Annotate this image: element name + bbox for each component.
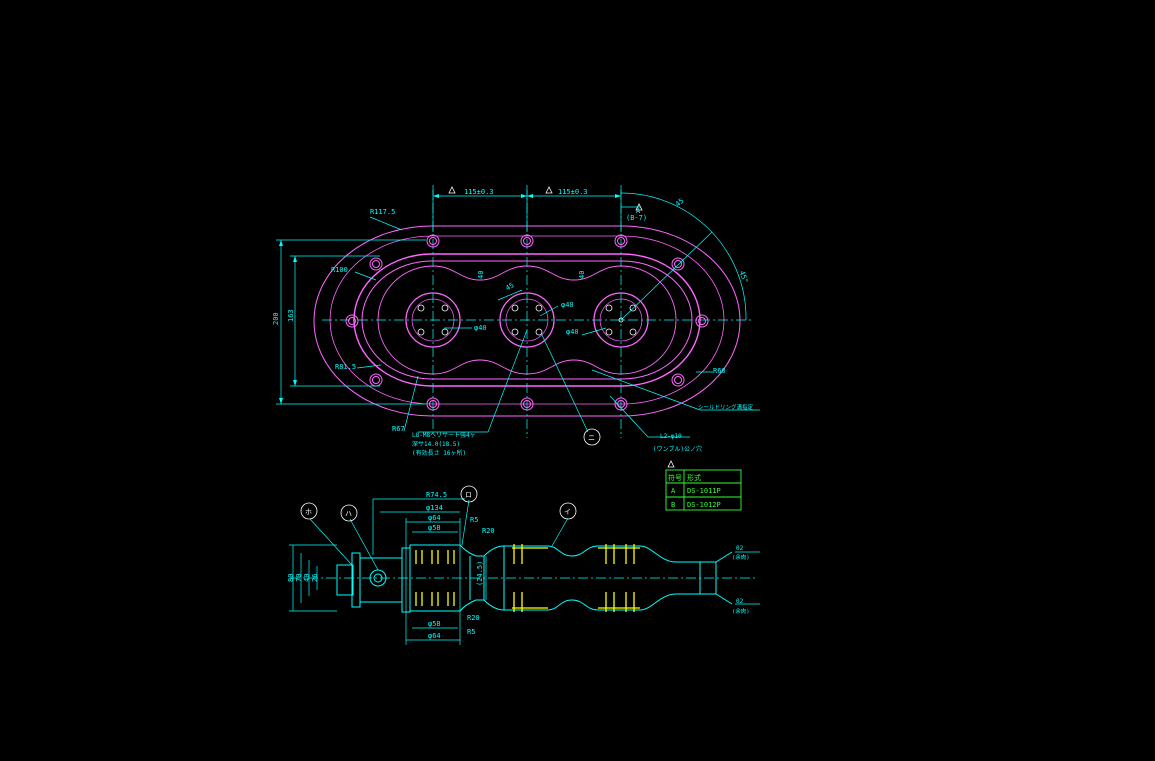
- balloon-ro-label: ロ: [465, 491, 472, 499]
- revision-table-triangle: [667, 460, 675, 468]
- angle-45-label: 45: [674, 197, 686, 209]
- dia-64-top-label: φ64: [428, 514, 441, 522]
- small-dim-a-label: 40: [477, 271, 485, 279]
- r74-label: R74.5: [426, 491, 447, 499]
- radius-67-label: R67: [392, 425, 405, 433]
- plan-dim-arrows: [279, 194, 621, 404]
- note-seal-groove: シールドリング溝指定: [698, 403, 754, 411]
- flange-bolt-holes: [345, 234, 709, 411]
- revision-header-code: 符号: [668, 473, 682, 482]
- small-dim-c-label: 45: [504, 281, 515, 292]
- side-balloons: [300, 485, 577, 522]
- angle-45deg-label: 45°: [738, 270, 750, 285]
- v70-label: 70: [295, 574, 303, 582]
- r5-bottom-label: R5: [467, 628, 475, 636]
- flange-outer-outline: [313, 225, 741, 417]
- tail-bottom-sub: (余肉): [732, 607, 750, 615]
- note-bolt-line-1: L8-M8ヘリサート強4ヶ: [412, 431, 476, 439]
- note-hole-line-2: (ワンブル)公ノ穴: [653, 445, 702, 453]
- r20-bottom-label: R20: [467, 614, 480, 622]
- dia-58-bottom-label: φ58: [428, 620, 441, 628]
- revision-row-a-type: DS-1011P: [687, 487, 721, 495]
- radius-60-label: R60: [713, 367, 726, 375]
- radius-100-label: R100: [331, 266, 348, 274]
- flange-step-outline: [329, 235, 725, 405]
- revision-table: 符号 形式 A DS-1011P B DS-1012P: [665, 460, 742, 511]
- revision-row-a-code: A: [671, 487, 676, 495]
- height-200-label: 200: [272, 312, 280, 325]
- revision-row-b-type: DS-1012P: [687, 501, 721, 509]
- bearing-boss-left: [405, 292, 461, 348]
- plan-view: 115±0.3 115±0.3 A (B-7) 45 45° R117.5 R1…: [272, 185, 760, 457]
- dia-58-top-label: φ58: [428, 524, 441, 532]
- small-dim-b-label: 40: [578, 271, 586, 279]
- balloon-ni-label: ニ: [588, 434, 595, 442]
- dia-40-mid-label: φ40: [561, 301, 574, 309]
- side-view: R74.5 φ134 φ64 φ58 φ58 φ64 R5 R20 R20 R5…: [287, 485, 760, 645]
- v26-label: 26: [311, 574, 319, 582]
- pitch-left-label: 115±0.3: [464, 188, 494, 196]
- r5-top-label: R5: [470, 516, 478, 524]
- tail-top-label: 02: [736, 545, 744, 552]
- pitch-right-label: 115±0.3: [558, 188, 588, 196]
- bearing-boss-middle: [499, 292, 555, 348]
- side-hub-bores: [415, 550, 455, 606]
- v80-label: 80: [287, 574, 295, 582]
- side-dimension-lines: [289, 498, 760, 645]
- dia-134-label: φ134: [426, 504, 443, 512]
- dia-64-bottom-label: φ64: [428, 632, 441, 640]
- side-hub-body: [409, 544, 505, 612]
- v40-label: 40: [303, 574, 311, 582]
- note-bolt-line-2: 深サ14.0(18.5): [412, 440, 460, 448]
- balloon-ha-label: ハ: [345, 510, 352, 518]
- mid-dim-label: (24.5): [476, 561, 484, 586]
- side-arm-walls: [512, 544, 640, 612]
- note-hole-line-1: L2-φ10: [660, 433, 682, 440]
- side-flange: [336, 547, 411, 613]
- datum-triangles: [448, 186, 643, 211]
- radius-117-label: R117.5: [370, 208, 395, 216]
- tail-bottom-label: 02: [736, 598, 744, 605]
- bearing-boss-right: [593, 292, 649, 348]
- revision-table-grid: [665, 469, 742, 511]
- balloon-ho-label: ホ: [305, 508, 312, 516]
- datum-sub-label: (B-7): [626, 214, 647, 222]
- seal-groove-inner: [361, 260, 693, 380]
- revision-row-b-code: B: [671, 501, 675, 509]
- revision-header-type: 形式: [687, 473, 701, 482]
- datum-a-label: A: [636, 207, 641, 215]
- dia-40-right-label: φ40: [566, 328, 579, 336]
- note-bolt-line-3: (有効長さ 16ヶ所): [412, 449, 466, 457]
- height-163-label: 163: [287, 309, 295, 322]
- tail-top-sub: (余肉): [732, 553, 750, 561]
- r20-top-label: R20: [482, 527, 495, 535]
- seal-groove-outer: [353, 253, 701, 387]
- radius-81-label: R81.5: [335, 363, 356, 371]
- cavity-outline: [377, 265, 677, 375]
- balloon-ni-shape: [583, 428, 601, 446]
- dia-40-left-label: φ40: [474, 324, 487, 332]
- balloon-i-label: イ: [564, 508, 571, 516]
- side-arm-outline: [504, 545, 733, 611]
